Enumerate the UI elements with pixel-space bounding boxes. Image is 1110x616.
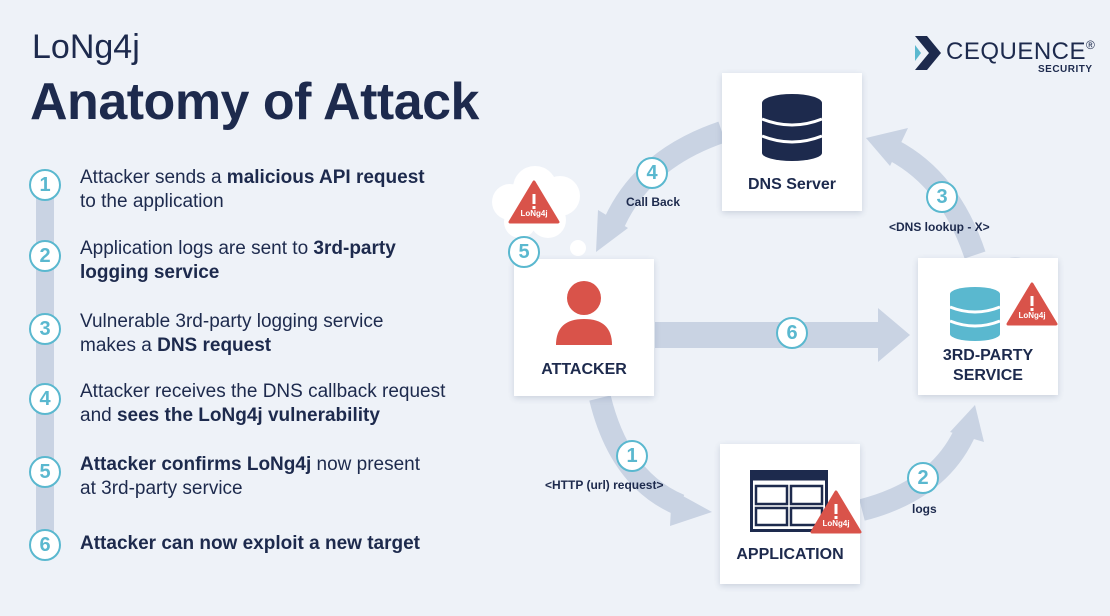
diagram-step-5: 5 <box>508 236 540 268</box>
badge-text: LoNg4j <box>1018 311 1046 320</box>
database-icon <box>761 94 823 161</box>
arrow-6 <box>655 322 880 348</box>
warning-badge-application: LoNg4j <box>810 490 862 534</box>
arrow-3-head <box>866 128 908 166</box>
arrow-1-head <box>670 490 712 526</box>
application-label: APPLICATION <box>736 546 844 563</box>
dns-server-node: DNS Server <box>722 73 862 211</box>
http-request-label: <HTTP (url) request> <box>545 478 664 492</box>
step-number-4: 4 <box>29 383 61 415</box>
logs-label: logs <box>912 502 937 516</box>
step-number-6: 6 <box>29 529 61 561</box>
service-node: 3RD-PARTY SERVICE <box>918 258 1058 395</box>
attacker-node: ATTACKER <box>514 259 654 396</box>
callback-label: Call Back <box>626 195 681 209</box>
dns-server-label: DNS Server <box>747 176 837 193</box>
badge-text: LoNg4j <box>520 209 548 218</box>
warning-icon <box>1006 282 1058 326</box>
arrow-4-head <box>596 210 628 252</box>
dns-lookup-label: <DNS lookup - X> <box>889 220 990 234</box>
logo-name: CEQUENCE® <box>946 38 1096 65</box>
step-number-3: 3 <box>29 313 61 345</box>
page-title: Anatomy of Attack <box>30 73 479 131</box>
step-number-1: 1 <box>29 169 61 201</box>
logo-sub: SECURITY <box>1038 64 1093 75</box>
step-text-4: Attacker receives the DNS callback reque… <box>80 381 446 426</box>
service-label: 3RD-PARTY SERVICE <box>942 347 1034 384</box>
arrow-2-head <box>950 405 984 442</box>
diagram-step-1: 1 <box>616 440 648 472</box>
warning-badge-thought: LoNg4j <box>508 180 560 224</box>
database-icon <box>949 287 1001 341</box>
step-number-2: 2 <box>29 240 61 272</box>
badge-text: LoNg4j <box>822 519 850 528</box>
diagram-step-4: 4 <box>636 157 668 189</box>
diagram-step-3: 3 <box>926 181 958 213</box>
browser-window-icon <box>750 470 828 532</box>
cequence-chevron-icon <box>915 36 941 70</box>
warning-badge-service: LoNg4j <box>1006 282 1058 326</box>
step-text-6: Attacker can now exploit a new target <box>80 533 420 554</box>
diagram-step-2: 2 <box>907 462 939 494</box>
warning-icon <box>810 490 862 534</box>
person-icon <box>556 281 612 345</box>
attacker-label: ATTACKER <box>541 361 627 378</box>
subtitle: LoNg4j <box>32 28 140 66</box>
step-number-5: 5 <box>29 456 61 488</box>
diagram-step-6: 6 <box>776 317 808 349</box>
arrow-4 <box>601 121 726 233</box>
warning-icon <box>508 180 560 224</box>
arrow-6-head <box>878 308 910 362</box>
